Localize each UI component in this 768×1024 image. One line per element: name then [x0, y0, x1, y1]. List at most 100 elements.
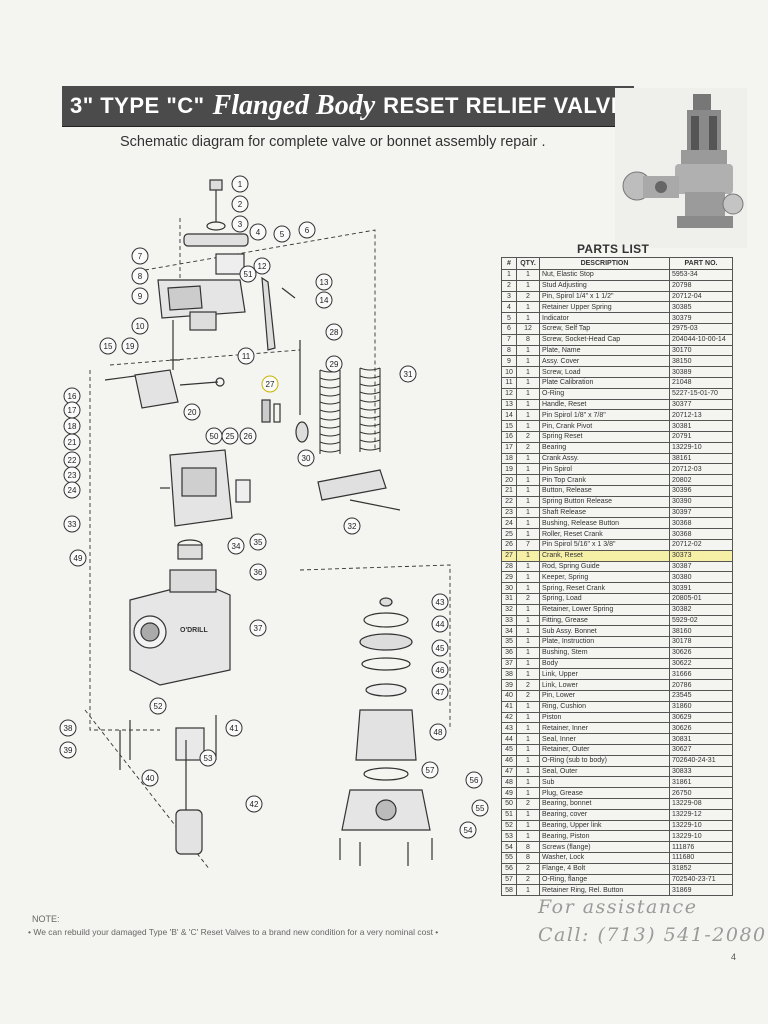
part-number: 52 [501, 819, 517, 832]
callout-label: 10 [136, 322, 145, 331]
part-number: 49 [501, 787, 517, 800]
part-no: 23545 [669, 690, 733, 702]
part-description: Indicator [539, 312, 670, 324]
part-qty: 1 [516, 700, 540, 713]
part-description: Washer, Lock [539, 852, 670, 864]
part-number: 47 [501, 765, 517, 778]
part-number: 42 [501, 711, 517, 724]
part-description: Screws (flange) [539, 841, 670, 854]
part-no: 13229-10 [669, 819, 733, 832]
callout-57: 57 [421, 761, 439, 779]
callout-label: 47 [436, 688, 445, 697]
part-description: Rod, Spring Guide [539, 560, 670, 573]
callout-8: 8 [131, 267, 149, 285]
part-number: 55 [501, 852, 517, 864]
callout-52: 52 [149, 697, 167, 715]
callout-label: 49 [74, 554, 83, 563]
part-qty: 1 [516, 387, 540, 400]
part-description: Pin Top Crank [539, 474, 670, 486]
callout-label: 8 [138, 272, 143, 281]
part-description: Spring Button Release [539, 495, 670, 508]
part-description: Spring, Reset Crank [539, 582, 670, 594]
part-description: Retainer Upper Spring [539, 301, 670, 314]
part-number: 2 [501, 279, 517, 292]
part-no: 30397 [669, 506, 733, 519]
part-no: 30389 [669, 366, 733, 378]
callout-label: 1 [238, 180, 243, 189]
part-description: Assy. Cover [539, 355, 670, 368]
part-no: 26750 [669, 787, 733, 800]
callout-label: 31 [404, 370, 413, 379]
callout-51: 51 [239, 265, 257, 283]
part-qty: 8 [516, 852, 540, 864]
callout-56: 56 [465, 771, 483, 789]
callout-label: 13 [320, 278, 329, 287]
part-qty: 1 [516, 484, 540, 497]
callout-36: 36 [249, 563, 267, 581]
title-part-type: 3" TYPE "C" [69, 93, 205, 118]
callout-label: 56 [470, 776, 479, 785]
callout-15: 15 [99, 337, 117, 355]
part-number: 57 [501, 873, 517, 886]
callout-label: 41 [230, 724, 239, 733]
title-banner: 3" TYPE "C" Flanged Body RESET RELIEF VA… [62, 86, 634, 126]
part-description: Bearing, cover [539, 808, 670, 821]
part-qty: 1 [516, 722, 540, 735]
part-qty: 1 [516, 528, 540, 540]
part-description: Plug, Grease [539, 787, 670, 800]
part-qty: 2 [516, 862, 540, 875]
callout-label: 17 [68, 406, 77, 415]
part-description: Bearing, bonnet [539, 798, 670, 810]
part-no: 30382 [669, 603, 733, 616]
part-description: O-Ring [539, 387, 670, 400]
part-description: Pin Spirol 5/16" x 1 3/8" [539, 538, 670, 551]
callout-34: 34 [227, 537, 245, 555]
part-number: 53 [501, 830, 517, 843]
callout-label: 18 [68, 422, 77, 431]
part-qty: 1 [516, 376, 540, 389]
callout-label: 25 [226, 432, 235, 441]
part-no: 13229-10 [669, 830, 733, 843]
part-number: 7 [501, 333, 517, 346]
part-no: 20712-04 [669, 290, 733, 303]
part-description: Crank Assy. [539, 452, 670, 465]
part-description: Pin Spirol 1/8" x 7/8" [539, 409, 670, 422]
callout-35: 35 [249, 533, 267, 551]
part-no: 30626 [669, 646, 733, 659]
callout-3: 3 [231, 215, 249, 233]
callout-label: 48 [434, 728, 443, 737]
part-description: Pin, Spirol 1/4" x 1 1/2" [539, 290, 670, 303]
callout-label: 51 [244, 270, 253, 279]
part-description: Spring, Load [539, 592, 670, 605]
callout-55: 55 [471, 799, 489, 817]
parts-list-header-row: # QTY. DESCRIPTION PART NO. [501, 257, 733, 270]
callout-13: 13 [315, 273, 333, 291]
part-description: Screw, Socket-Head Cap [539, 333, 670, 346]
part-number: 40 [501, 690, 517, 702]
part-number: 51 [501, 808, 517, 821]
part-number: 37 [501, 657, 517, 670]
callout-54: 54 [459, 821, 477, 839]
part-no: 21048 [669, 376, 733, 389]
part-number: 48 [501, 776, 517, 789]
part-description: Link, Lower [539, 679, 670, 692]
